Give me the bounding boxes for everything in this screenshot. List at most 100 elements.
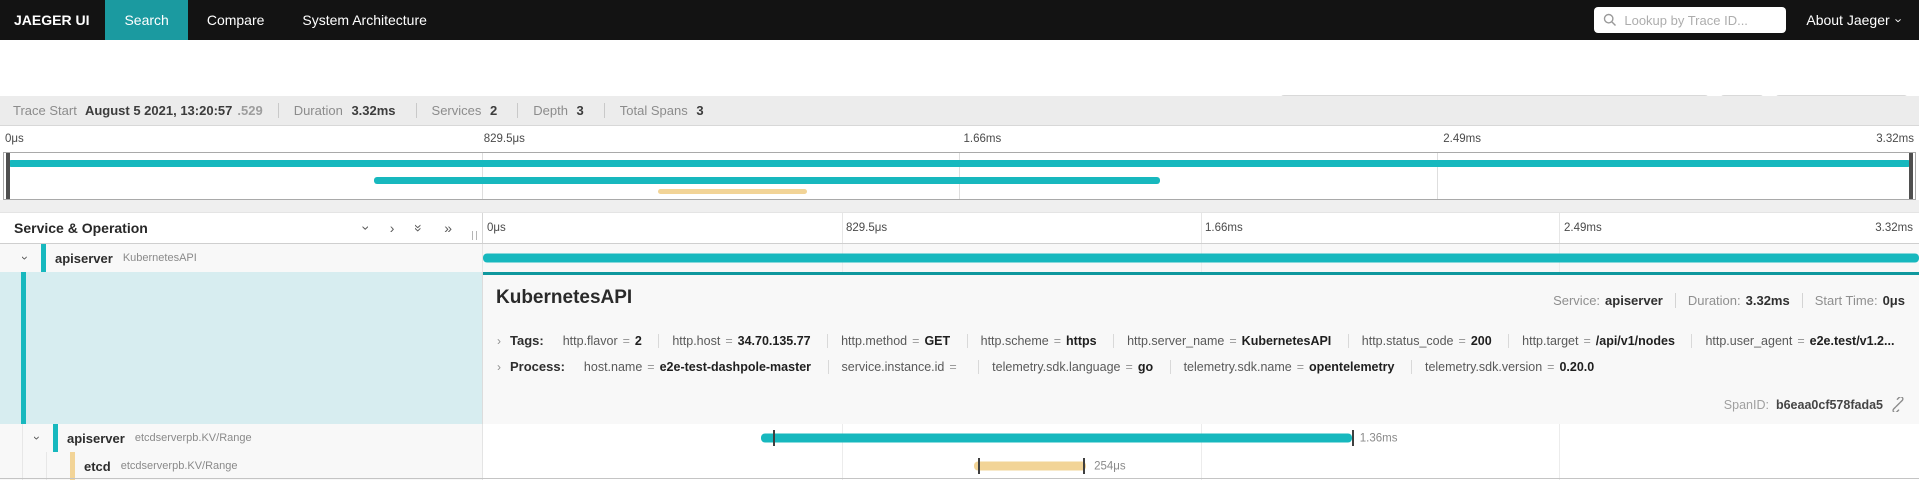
minimap-drag-handle-right[interactable] xyxy=(1909,153,1913,199)
trace-lookup xyxy=(1594,7,1787,33)
collapse-all-icon[interactable]: » xyxy=(411,224,428,232)
summary-item: Total Spans 3 xyxy=(603,103,709,118)
summary-item: Services 2 xyxy=(415,103,503,118)
span-bar-wrap xyxy=(483,253,1919,263)
span-tree-guide[interactable] xyxy=(21,272,26,424)
section-gap xyxy=(0,200,1919,212)
span-row: › apiserver etcdserverpb.KV/Range 1.36ms xyxy=(0,424,1919,452)
link-icon[interactable] xyxy=(1890,397,1905,412)
chevron-right-icon: › xyxy=(497,333,501,348)
nav-item[interactable]: Compare xyxy=(206,12,265,28)
trace-lookup-input[interactable] xyxy=(1624,12,1778,28)
search-icon xyxy=(1604,13,1617,27)
expand-all-icon[interactable]: » xyxy=(444,220,452,236)
span-operation-name: etcdserverpb.KV/Range xyxy=(134,432,252,444)
overview-item: Service:apiserver xyxy=(1553,293,1663,308)
timeline-minimap[interactable] xyxy=(3,152,1916,200)
key-value-pill: service.instance.id= xyxy=(827,360,979,374)
key-value-pill: http.method=GET xyxy=(827,334,967,348)
key-value-pill: http.flavor=2 xyxy=(562,334,642,348)
process-label: Process: xyxy=(510,359,565,374)
span-log-tick[interactable] xyxy=(978,458,981,474)
span-id-label: SpanID: xyxy=(1723,397,1769,412)
rows-bottom-border xyxy=(0,478,1919,479)
tick-label: 2.49ms xyxy=(1564,222,1602,234)
tick-label: 0μs xyxy=(5,133,24,145)
span-detail-accent xyxy=(483,272,1919,275)
app-logo[interactable]: JAEGER UI xyxy=(14,12,90,28)
tick-label: 3.32ms xyxy=(1876,133,1914,145)
service-color-bar xyxy=(70,452,75,480)
top-nav: JAEGER UI Search Compare System Architec… xyxy=(0,0,1919,40)
key-value-pill: host.name=e2e-test-dashpole-master xyxy=(583,360,812,374)
span-bar-wrap: 1.36ms xyxy=(760,432,1397,444)
nav-right: About Jaeger › xyxy=(1594,0,1919,40)
key-value-pill: http.host=34.70.135.77 xyxy=(658,334,828,348)
process-row[interactable]: › Process: host.name=e2e-test-dashpole-m… xyxy=(497,359,1919,374)
span-detail-content: Service:apiserver Duration:3.32ms Start … xyxy=(483,275,1919,424)
timeline-collapser: › › » » xyxy=(358,220,482,236)
chevron-right-icon: › xyxy=(497,359,501,374)
span-bar[interactable] xyxy=(974,461,1087,471)
span-service-name: apiserver xyxy=(67,430,125,446)
tick-label: 829.5μs xyxy=(483,133,525,145)
tags-label: Tags: xyxy=(510,333,544,348)
key-value-pill: http.target=/api/v1/nodes xyxy=(1508,334,1692,348)
process-pills: host.name=e2e-test-dashpole-master servi… xyxy=(571,359,1608,374)
indent-guide xyxy=(22,424,23,452)
span-bar[interactable] xyxy=(760,433,1352,443)
collapse-children-icon[interactable]: › xyxy=(18,256,32,260)
tags-pills: http.flavor=2 http.host=34.70.135.77 htt… xyxy=(550,333,1908,348)
indent-guide xyxy=(22,452,23,480)
span-timeline-cell[interactable]: 1.36ms xyxy=(483,424,1919,452)
span-timeline-cell[interactable]: 254μs xyxy=(483,452,1919,480)
span-bar[interactable] xyxy=(483,253,1919,263)
minimap-drag-handle-left[interactable] xyxy=(6,153,10,199)
key-value-pill: telemetry.sdk.name=opentelemetry xyxy=(1169,360,1411,374)
about-jaeger-label: About Jaeger xyxy=(1806,12,1890,28)
key-value-pill: telemetry.sdk.version=0.20.0 xyxy=(1410,360,1608,374)
key-value-pill: http.scheme=https xyxy=(966,334,1114,348)
key-value-pill: http.server_name=KubernetesAPI xyxy=(1113,334,1348,348)
tick-label: 1.66ms xyxy=(1205,222,1243,234)
span-operation-name: KubernetesAPI xyxy=(122,252,197,264)
trace-page-header: › apiserver: KubernetesAPI d13c120 ◎ ∧ ∨… xyxy=(0,40,1919,125)
expand-one-icon[interactable]: › xyxy=(389,220,395,236)
tags-row[interactable]: › Tags: http.flavor=2 http.host=34.70.13… xyxy=(497,333,1919,348)
indent-guide xyxy=(46,452,47,480)
span-detail-title: KubernetesAPI xyxy=(496,287,633,308)
span-id: SpanID: b6eaa0cf578fada5 xyxy=(1724,397,1905,412)
collapse-one-icon[interactable]: › xyxy=(358,225,375,231)
column-resizer-grip[interactable] xyxy=(472,231,477,240)
span-row: etcd etcdserverpb.KV/Range 254μs xyxy=(0,452,1919,480)
span-detail-panel: Service:apiserver Duration:3.32ms Start … xyxy=(0,272,1919,424)
summary-item: Depth 3 xyxy=(517,103,589,118)
chevron-down-icon: › xyxy=(1891,17,1907,23)
timeline-header: Service & Operation › › » » 0μs 829.5μs … xyxy=(0,212,1919,244)
span-detail-name-column xyxy=(0,272,483,424)
collapse-children-icon[interactable]: › xyxy=(30,436,44,440)
minimap-span-bar xyxy=(657,189,807,194)
span-log-tick[interactable] xyxy=(1351,430,1354,446)
tick-label: 3.32ms xyxy=(1875,222,1913,234)
service-operation-header: Service & Operation › › » » xyxy=(0,213,483,243)
span-name-cell[interactable]: etcd etcdserverpb.KV/Range xyxy=(0,452,483,480)
span-id-value: b6eaa0cf578fada5 xyxy=(1775,397,1883,412)
overview-item: Duration:3.32ms xyxy=(1674,293,1790,308)
span-log-tick[interactable] xyxy=(773,430,776,446)
tick-label: 1.66ms xyxy=(963,133,1002,145)
about-jaeger-menu[interactable]: About Jaeger › xyxy=(1806,12,1906,28)
span-name-cell[interactable]: › apiserver KubernetesAPI xyxy=(0,244,483,272)
span-log-tick[interactable] xyxy=(1083,458,1086,474)
nav-item-active[interactable]: Search xyxy=(105,0,188,40)
nav-item[interactable]: System Architecture xyxy=(302,12,427,28)
span-duration-label: 254μs xyxy=(1094,460,1126,472)
minimap-tick-labels: 0μs 829.5μs 1.66ms 2.49ms 3.32ms xyxy=(0,126,1919,152)
span-service-name: etcd xyxy=(84,458,111,474)
span-timeline-cell[interactable] xyxy=(483,244,1919,272)
span-row: › apiserver KubernetesAPI xyxy=(0,244,1919,272)
tick-label: 829.5μs xyxy=(846,222,888,234)
span-name-cell[interactable]: › apiserver etcdserverpb.KV/Range xyxy=(0,424,483,452)
span-service-name: apiserver xyxy=(55,250,113,266)
